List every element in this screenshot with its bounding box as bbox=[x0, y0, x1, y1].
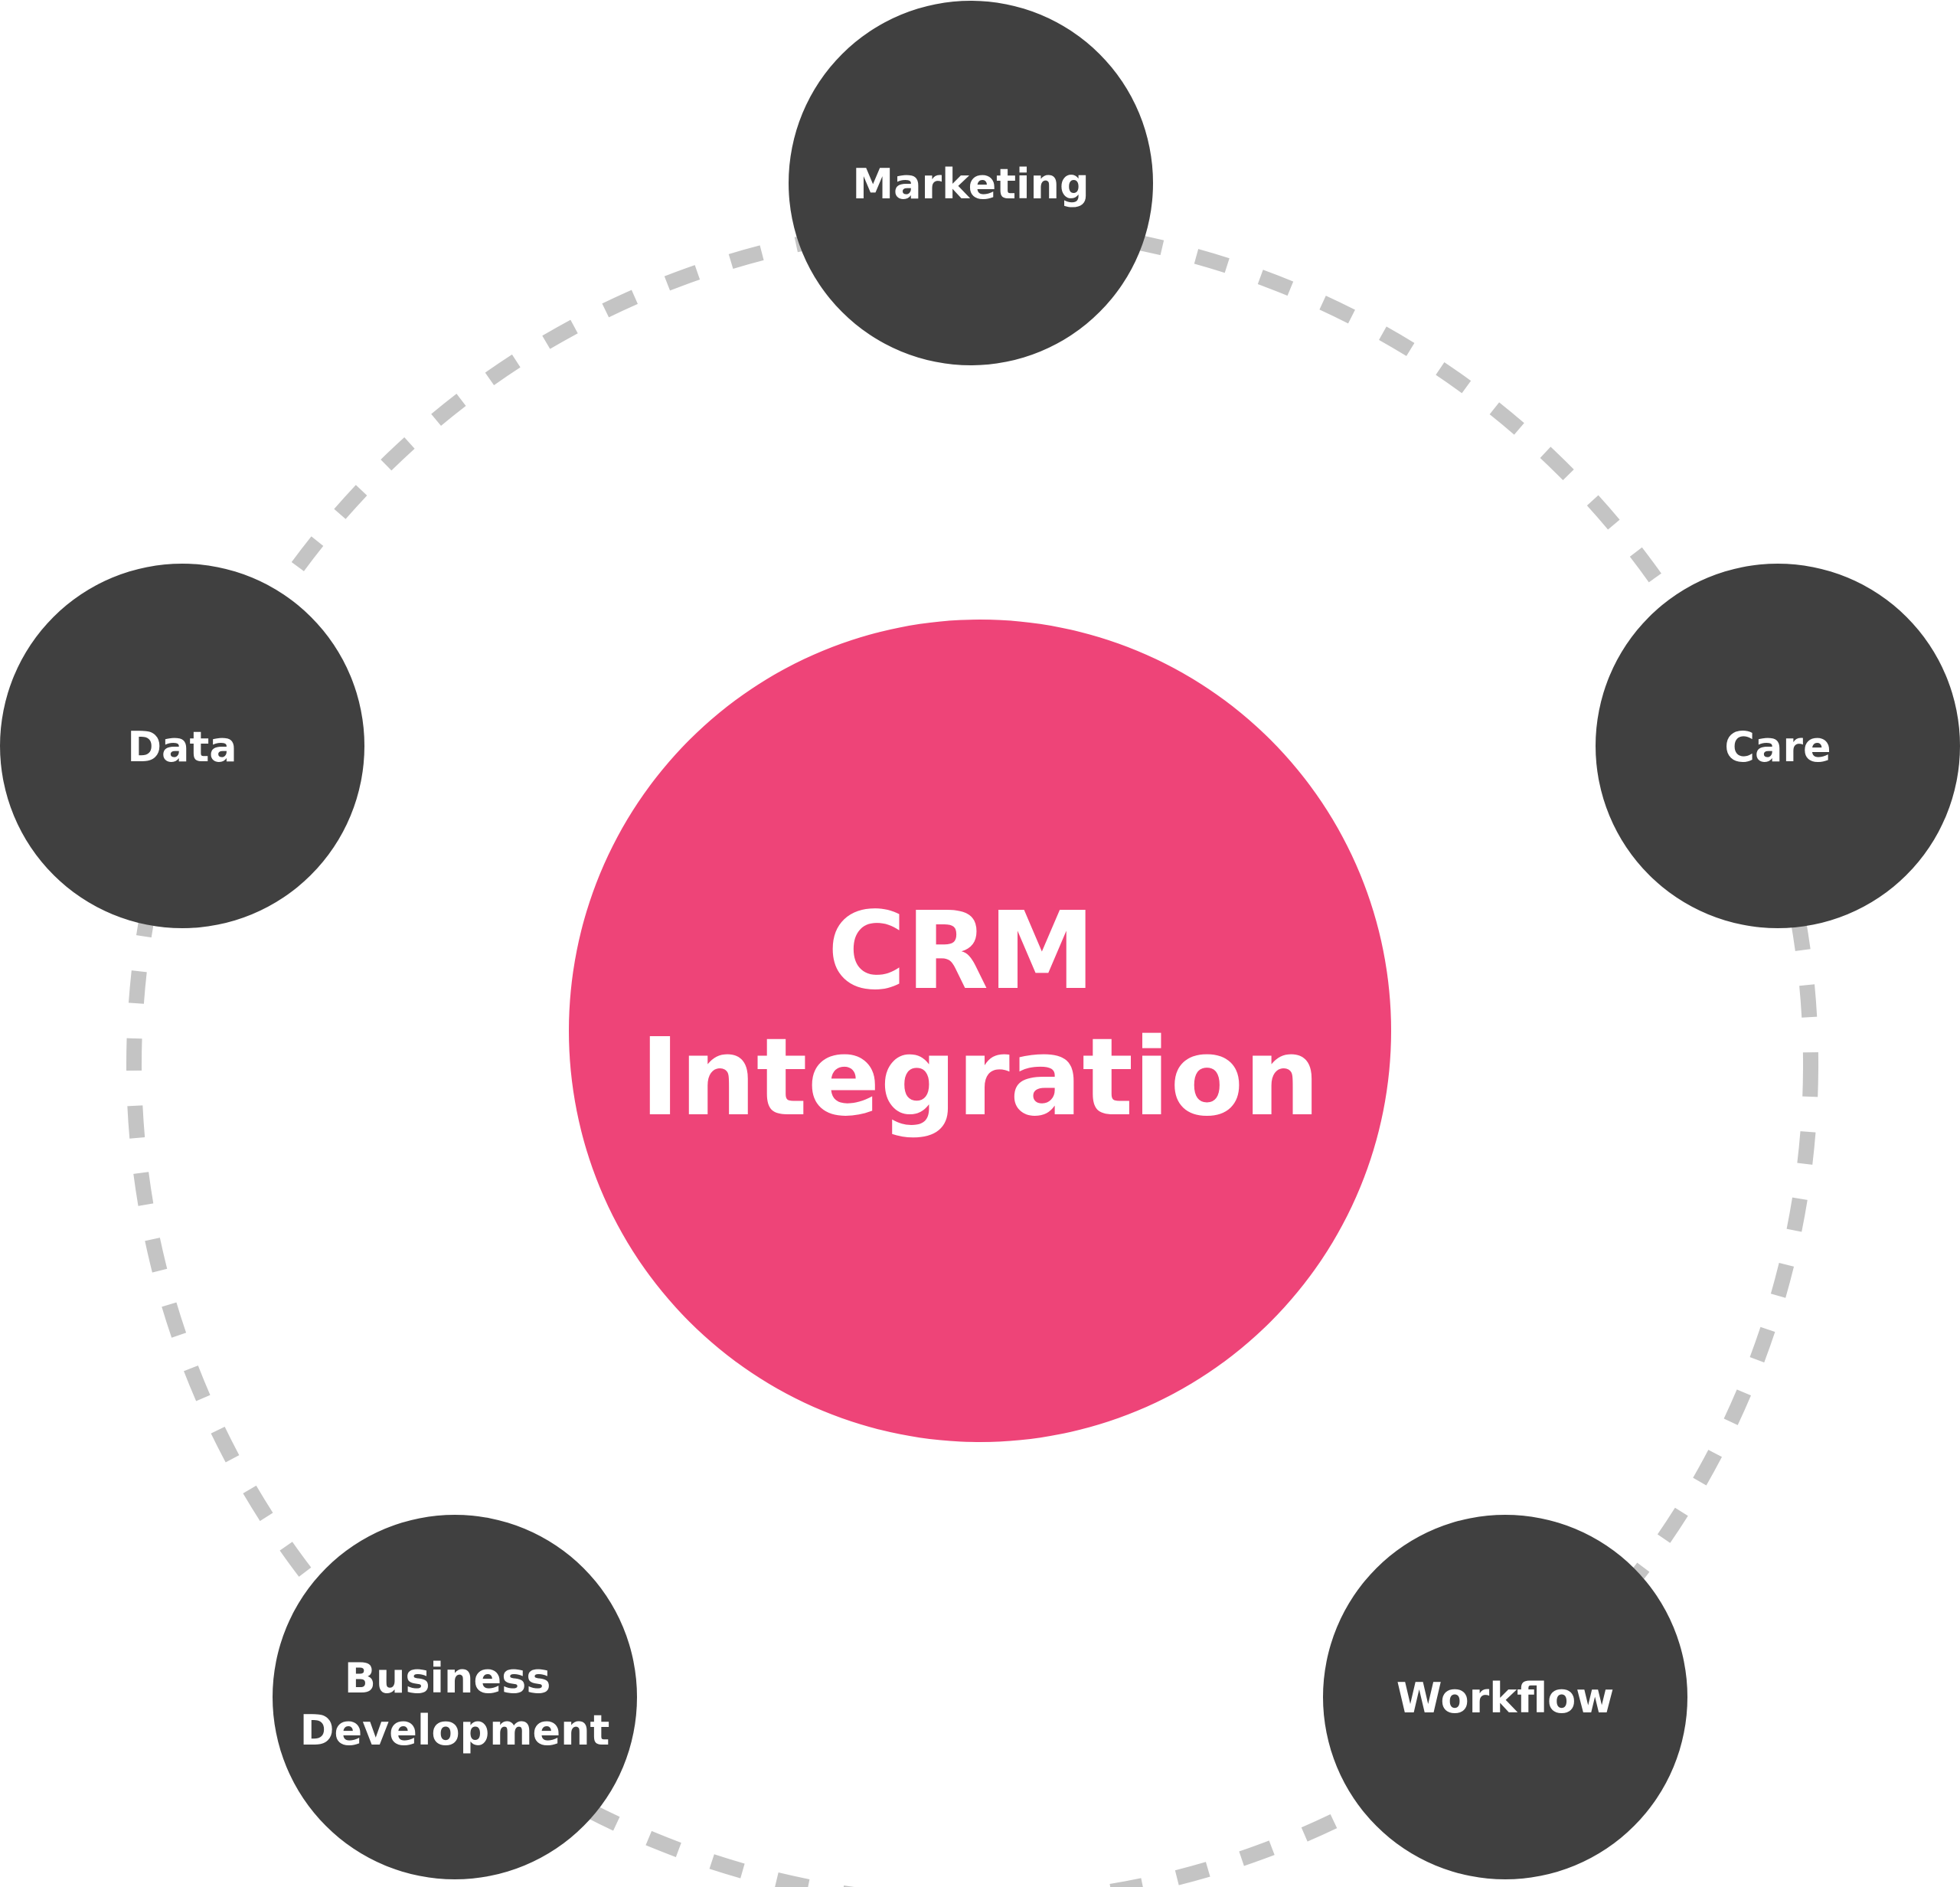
node-marketing-label: Marketing bbox=[852, 160, 1089, 208]
node-data-label: Data bbox=[127, 723, 237, 771]
node-care-circle bbox=[1596, 564, 1960, 928]
center-title-line2: Integration bbox=[640, 1015, 1320, 1140]
center-title-line1: CRM bbox=[828, 889, 1096, 1014]
node-marketing-circle bbox=[789, 1, 1153, 365]
center-circle bbox=[569, 620, 1391, 1442]
node-workflow-circle bbox=[1323, 1515, 1687, 1879]
node-business-development-circle bbox=[273, 1515, 637, 1879]
node-workflow-label: Workflow bbox=[1396, 1674, 1614, 1722]
node-data: Data bbox=[0, 564, 364, 928]
node-workflow: Workflow bbox=[1323, 1515, 1687, 1879]
svg-text:CRM Integration: CRM Integration bbox=[640, 889, 1320, 1140]
orbit-ring bbox=[126, 218, 1818, 1887]
node-care: Care bbox=[1596, 564, 1960, 928]
node-marketing: Marketing bbox=[789, 1, 1153, 365]
node-data-circle bbox=[0, 564, 364, 928]
svg-text:Business Development: Business Development bbox=[300, 1654, 610, 1755]
node-care-label: Care bbox=[1724, 723, 1831, 771]
center-node: CRM Integration bbox=[569, 620, 1391, 1442]
node-business-development-label-line1: Business bbox=[345, 1654, 551, 1702]
node-business-development-label-line2: Development bbox=[300, 1706, 610, 1755]
node-business-development: Business Development bbox=[273, 1515, 637, 1879]
